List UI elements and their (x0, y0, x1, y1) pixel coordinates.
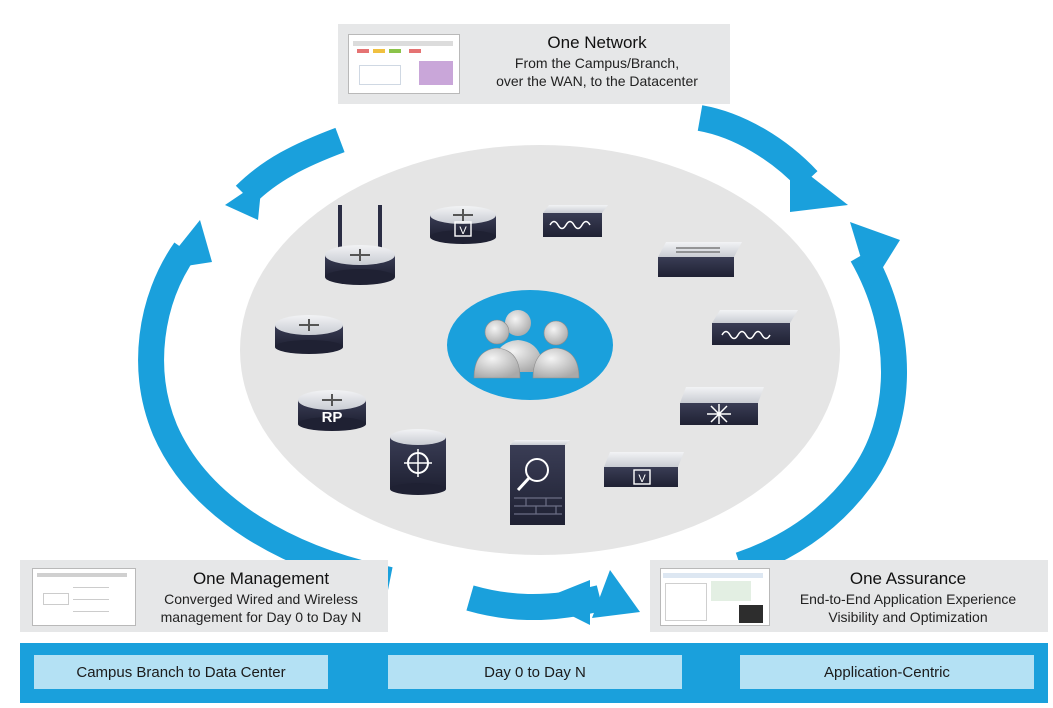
arrow-head-top-left (225, 180, 262, 220)
one-management-title: One Management (192, 569, 330, 588)
arrow-head-bottom-right (592, 570, 640, 618)
one-management-line1: Converged Wired and Wireless (164, 591, 358, 607)
virtual-router-icon: V (430, 206, 496, 244)
rp-label: RP (322, 409, 343, 426)
one-management-panel: One Management Converged Wired and Wirel… (20, 560, 388, 632)
arrow-head-left (160, 220, 212, 270)
one-management-line2: management for Day 0 to Day N (160, 609, 362, 625)
management-thumbnail (32, 568, 136, 626)
multilayer-switch-icon (712, 310, 798, 345)
assurance-thumbnail (660, 568, 770, 626)
bar-item-campus: Campus Branch to Data Center (34, 655, 328, 689)
bottom-bar: Campus Branch to Data Center Day 0 to Da… (20, 643, 1048, 703)
arrow-arc-left (138, 242, 393, 593)
arrow-head-bottom (540, 580, 590, 625)
one-assurance-title: One Assurance (849, 569, 967, 588)
firewall-icon (510, 440, 570, 525)
wireless-router-icon (325, 205, 395, 285)
network-dashboard-thumbnail (348, 34, 460, 94)
one-network-line1: From the Campus/Branch, (514, 55, 680, 71)
one-assurance-line1: End-to-End Application Experience (799, 591, 1017, 607)
one-network-panel: One Network From the Campus/Branch, over… (338, 24, 730, 104)
switch-icon (543, 205, 608, 237)
arrow-head-right (850, 222, 900, 288)
v-label-switch: V (638, 473, 646, 485)
rp-router-icon: RP (298, 390, 366, 431)
router-icon (275, 315, 343, 354)
v-label: V (459, 225, 467, 237)
one-assurance-panel: One Assurance End-to-End Application Exp… (650, 560, 1048, 632)
virtual-switch-icon: V (604, 452, 684, 487)
layer3-switch-icon (390, 429, 446, 495)
bar-item-day0: Day 0 to Day N (388, 655, 682, 689)
bar-item-application: Application-Centric (740, 655, 1034, 689)
one-assurance-line2: Visibility and Optimization (828, 609, 988, 625)
layer2-switch-icon (658, 242, 742, 277)
one-network-line2: over the WAN, to the Datacenter (496, 73, 698, 89)
arrow-arc-right (735, 248, 907, 578)
one-network-title: One Network (547, 33, 647, 52)
mls-star-icon (680, 387, 764, 425)
arrow-head-top-right (790, 160, 848, 212)
arrow-heads (160, 160, 900, 625)
users-icon (473, 310, 580, 379)
